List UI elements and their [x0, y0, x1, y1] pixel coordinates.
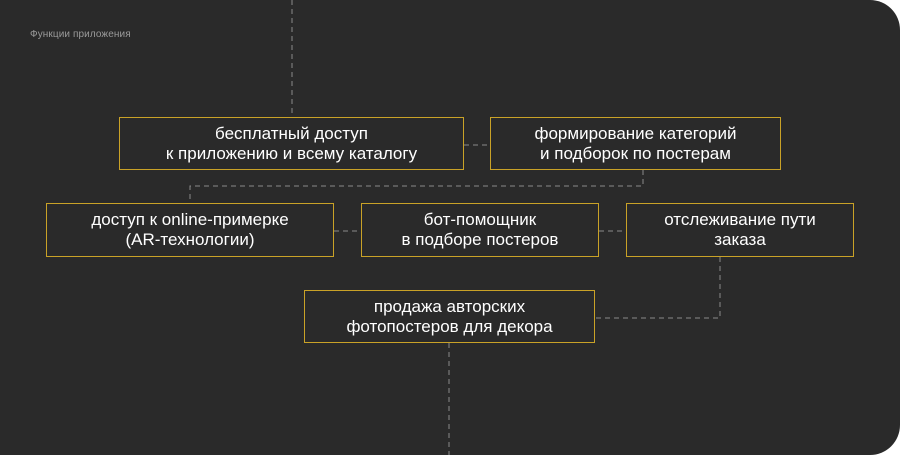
- feature-order-tracking: отслеживание пути заказа: [626, 203, 854, 257]
- feature-poster-sales: продажа авторских фотопостеров для декор…: [304, 290, 595, 343]
- connector-tracking-to-posters: [595, 257, 721, 319]
- connector-categories-to-ar: [189, 170, 644, 203]
- feature-free-access: бесплатный доступ к приложению и всему к…: [119, 117, 464, 170]
- feature-ar-fitting: доступ к online-примерке (AR-технологии): [46, 203, 334, 257]
- feature-bot-helper: бот-помощник в подборе постеров: [361, 203, 599, 257]
- feature-categories: формирование категорий и подборок по пос…: [490, 117, 781, 170]
- section-label: Функции приложения: [30, 29, 131, 40]
